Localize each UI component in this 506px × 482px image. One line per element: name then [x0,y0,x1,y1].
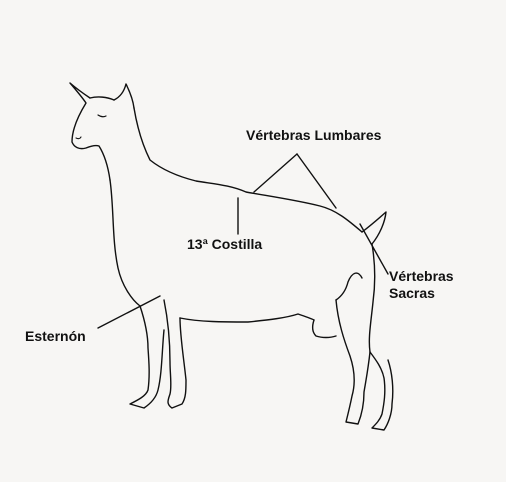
label-13-costilla: 13ª Costilla [187,236,262,253]
goat-head-top [90,97,114,100]
goat-ear-back [114,84,134,108]
pointer-lumbares-a [254,154,297,192]
goat-front-leg-left [130,306,164,408]
pointer-lumbares-b [297,154,336,208]
goat-rump [369,244,374,352]
label-vertebras-sacras-line1: Vértebras [389,268,454,285]
label-vertebras-sacras-line2: Sacras [389,285,454,302]
goat-front-leg-right [164,300,186,408]
goat-udder [313,320,336,338]
goat-throat-chest [110,180,140,306]
label-vertebras-lumbares: Vértebras Lumbares [246,127,381,144]
label-vertebras-sacras: Vértebras Sacras [389,268,454,302]
goat-hind-leg-far [370,352,393,430]
goat-nostril [76,137,81,139]
pointer-esternon [98,296,160,328]
goat-tail [362,212,386,244]
label-esternon: Esternón [25,328,86,345]
goat-eye [98,115,106,117]
goat-belly [180,314,314,322]
goat-hind-leg-inner [336,273,362,300]
goat-hind-leg-near [336,300,370,424]
